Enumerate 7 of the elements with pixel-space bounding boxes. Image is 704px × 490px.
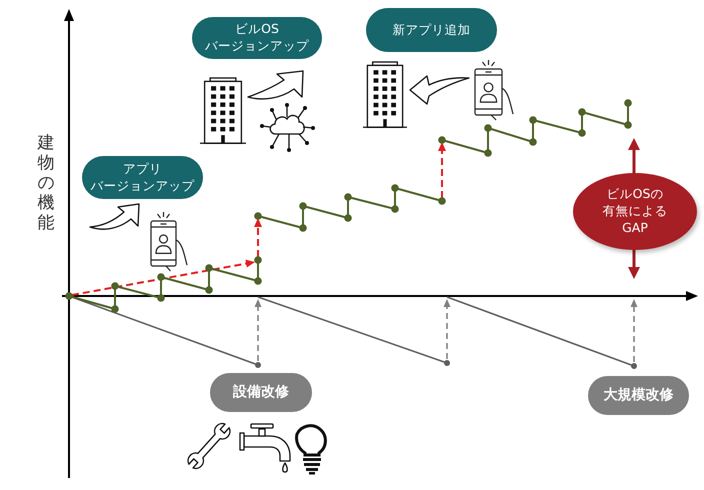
- pill-label: ビルOSバージョンアップ: [192, 17, 322, 59]
- axis-label: 建物の機能: [37, 133, 55, 233]
- pill-label: アプリバージョンアップ: [82, 156, 203, 199]
- ellipse-label: ビルOSの有無によるGAP: [573, 173, 697, 250]
- pill-label: 設備改修: [210, 373, 312, 412]
- pill-label: 大規模改修: [588, 376, 689, 415]
- pill-label: 新アプリ追加: [366, 8, 497, 52]
